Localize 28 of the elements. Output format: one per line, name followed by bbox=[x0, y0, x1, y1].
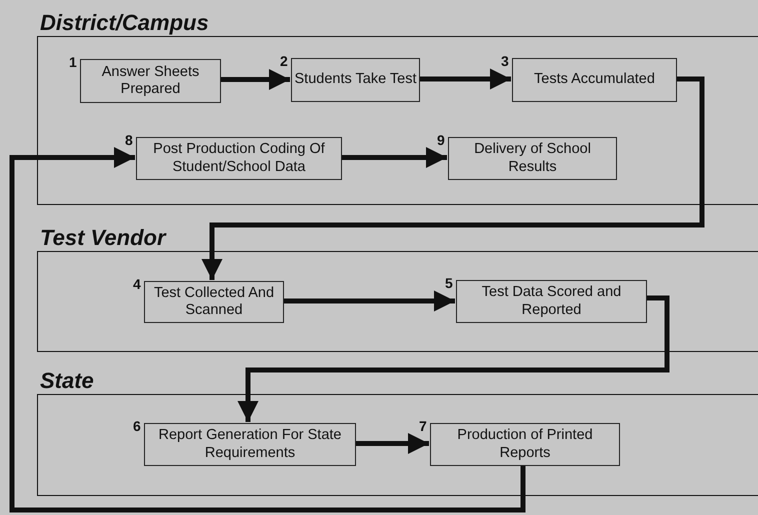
flow-arrow bbox=[10, 147, 526, 512]
step-number: 7 bbox=[419, 418, 427, 434]
flow-arrow bbox=[419, 68, 511, 90]
step-label: Report Generation For State Requirements bbox=[158, 427, 342, 462]
flow-arrow bbox=[238, 296, 670, 422]
step-label: Test Data Scored and Reported bbox=[480, 284, 622, 319]
step-number: 6 bbox=[133, 418, 141, 434]
step-label: Delivery of School Results bbox=[473, 141, 592, 176]
step-label: Production of Printed Reports bbox=[456, 427, 594, 462]
step-label: Test Collected And Scanned bbox=[152, 284, 276, 320]
flow-arrow bbox=[283, 290, 455, 312]
flow-arrow bbox=[355, 433, 429, 454]
step-label: Answer Sheets Prepared bbox=[100, 64, 200, 98]
step-number: 1 bbox=[69, 54, 77, 70]
flow-arrow bbox=[341, 147, 447, 168]
step-label: Post Production Coding Of Student/School Data bbox=[152, 141, 326, 176]
step-number: 4 bbox=[133, 276, 141, 292]
step-number: 9 bbox=[437, 132, 445, 148]
step-number: 2 bbox=[280, 53, 288, 69]
step-label: Students Take Test bbox=[294, 71, 418, 89]
step-number: 8 bbox=[125, 132, 133, 148]
lane-heading: Test Vendor bbox=[40, 225, 166, 251]
step-label: Tests Accumulated bbox=[533, 71, 656, 89]
lane-heading: District/Campus bbox=[40, 10, 209, 36]
flow-arrow bbox=[220, 69, 290, 90]
step-number: 3 bbox=[501, 53, 509, 69]
lane-heading: State bbox=[40, 368, 94, 394]
step-number: 5 bbox=[445, 275, 453, 291]
